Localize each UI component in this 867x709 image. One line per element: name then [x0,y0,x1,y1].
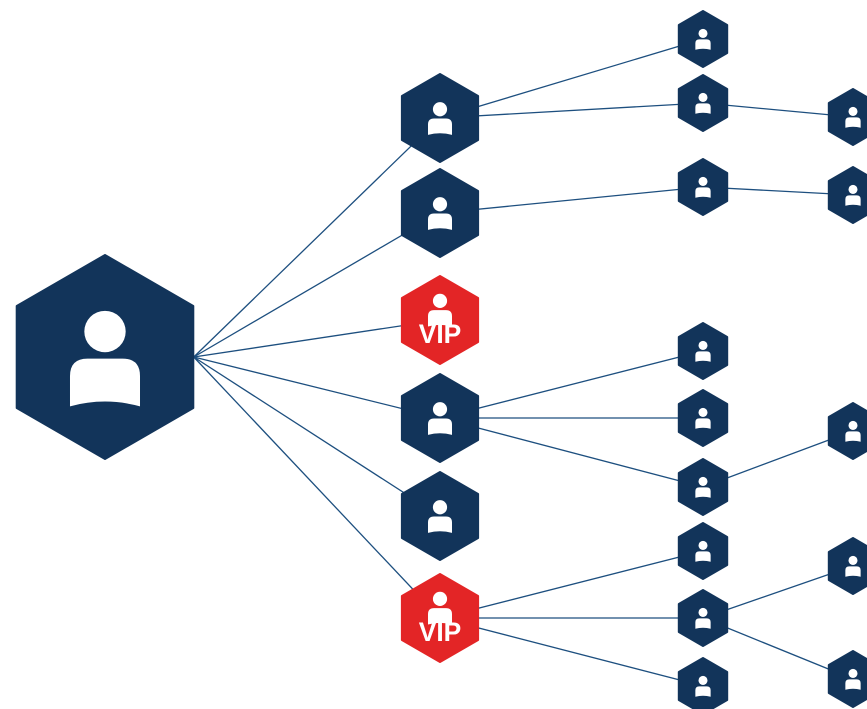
person-icon [695,92,711,114]
person-icon [845,184,861,206]
user-node-b2[interactable] [677,74,729,132]
user-node-b5[interactable] [677,389,729,447]
hexagon-shape [827,402,867,460]
person-icon [695,28,711,50]
user-node-c4[interactable] [827,537,867,595]
person-icon [69,310,141,407]
edge-a6-b9 [439,617,704,687]
edge-root-a5 [193,356,441,517]
hexagon-shape [15,254,195,460]
person-icon [695,540,711,562]
hexagon-shape [677,10,729,68]
person-icon [845,555,861,577]
vip-user-node-a3[interactable]: VIP [400,275,480,365]
vip-label: VIP [419,319,462,349]
hexagon-shape [677,389,729,447]
user-node-a4[interactable] [400,373,480,463]
person-icon [427,402,453,435]
hexagon-shape [400,168,480,258]
edge-root-a1 [193,117,441,358]
person-icon [845,420,861,442]
hexagon-shape [400,471,480,561]
edge-a6-b7 [439,550,704,619]
user-node-b7[interactable] [677,522,729,580]
person-icon [845,106,861,128]
edge-root-a6 [193,356,441,619]
user-node-c1[interactable] [827,88,867,146]
edge-root-a2 [193,212,441,358]
vip-label: VIP [419,617,462,647]
user-node-root[interactable] [15,254,195,460]
user-node-b8[interactable] [677,589,729,647]
hexagon-shape [677,322,729,380]
user-node-b4[interactable] [677,322,729,380]
person-icon [427,293,453,327]
person-icon [427,591,453,625]
person-icon [695,675,711,697]
user-node-b1[interactable] [677,10,729,68]
person-icon [427,197,453,230]
edge-a1-b1 [439,38,704,119]
edge-a2-b3 [439,186,704,214]
hexagon-shape [400,73,480,163]
hexagon-shape [677,158,729,216]
user-node-a2[interactable] [400,168,480,258]
edge-a4-b4 [439,350,704,419]
edge-root-a4 [193,356,441,419]
hexagon-shape [827,166,867,224]
hexagon-shape [827,650,867,708]
user-node-c5[interactable] [827,650,867,708]
user-nodes: VIP VIP [15,10,867,709]
hexagon-shape [827,88,867,146]
hexagon-shape [677,589,729,647]
user-node-b6[interactable] [677,458,729,516]
user-node-c3[interactable] [827,402,867,460]
user-node-b9[interactable] [677,657,729,709]
person-icon [695,607,711,629]
user-node-a1[interactable] [400,73,480,163]
user-node-a5[interactable] [400,471,480,561]
person-icon [427,500,453,533]
person-icon [427,102,453,135]
person-icon [695,176,711,198]
hexagon-shape [677,74,729,132]
hexagon-shape [677,522,729,580]
user-node-b3[interactable] [677,158,729,216]
edge-root-a3 [193,319,441,358]
edge-a1-b2 [439,102,704,119]
hexagon-shape [827,537,867,595]
person-icon [845,668,861,690]
vip-user-node-a6[interactable]: VIP [400,573,480,663]
hexagon-shape [677,458,729,516]
edge-a4-b6 [439,417,704,488]
person-icon [695,476,711,498]
person-icon [695,407,711,429]
user-node-c2[interactable] [827,166,867,224]
person-icon [695,340,711,362]
hexagon-shape [400,373,480,463]
